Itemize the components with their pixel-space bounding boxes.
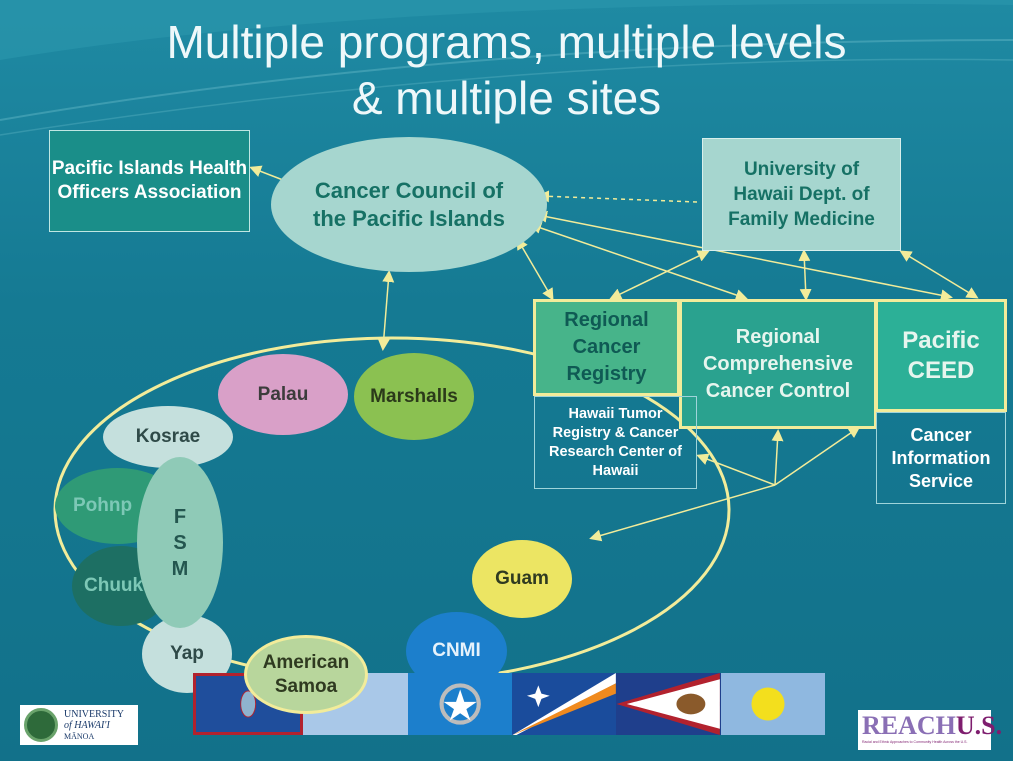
- guam-node: Guam: [472, 540, 572, 618]
- flag-strip: [193, 673, 825, 735]
- piho-box: Pacific Islands Health Officers Associat…: [49, 130, 250, 232]
- palau-node: Palau: [218, 354, 348, 435]
- cnmi-flag: [407, 673, 512, 735]
- uh-box: University of Hawaii Dept. of Family Med…: [702, 138, 901, 251]
- rccc-box: Regional Comprehensive Cancer Control: [679, 299, 877, 429]
- reach-us-logo: REACHU.S. Racial and Ethnic Approaches t…: [858, 710, 1002, 750]
- american-samoa-node: American Samoa: [244, 635, 368, 714]
- slide-title-line1: Multiple programs, multiple levels: [166, 16, 847, 68]
- regional-registry-box: Regional Cancer Registry: [533, 299, 680, 396]
- marshalls-flag: [511, 673, 617, 735]
- cancer-council-ellipse: Cancer Council of the Pacific Islands: [271, 137, 547, 272]
- uh-seal-icon: [24, 708, 58, 742]
- rccc-label: Regional Comprehensive Cancer Control: [702, 325, 854, 402]
- pacific-ceed-box: Pacific CEED: [875, 299, 1007, 412]
- cis-label: Cancer Information Service: [891, 424, 991, 491]
- kosrae-node: Kosrae: [103, 406, 233, 468]
- slide-title-line2: & multiple sites: [351, 72, 662, 124]
- uh-logo: UNIVERSITY of HAWAI'I MĀNOA: [20, 705, 138, 745]
- piho-label: Pacific Islands Health Officers Associat…: [51, 158, 248, 203]
- marshalls-node: Marshalls: [354, 353, 474, 440]
- fsm-node: F S M: [137, 457, 223, 628]
- uh-label: University of Hawaii Dept. of Family Med…: [728, 159, 875, 230]
- background-swoosh: [0, 0, 1013, 136]
- pacific-ceed-label: Pacific CEED: [902, 326, 980, 384]
- american-samoa-flag: [616, 673, 721, 735]
- cancer-council-label: Cancer Council of the Pacific Islands: [313, 177, 505, 231]
- palau-flag: [720, 673, 825, 735]
- tumor-registry-label: Hawaii Tumor Registry & Cancer Research …: [549, 405, 682, 479]
- regional-registry-label: Regional Cancer Registry: [564, 309, 649, 385]
- cis-box: Cancer Information Service: [876, 412, 1006, 504]
- tumor-registry-box: Hawaii Tumor Registry & Cancer Research …: [534, 396, 697, 489]
